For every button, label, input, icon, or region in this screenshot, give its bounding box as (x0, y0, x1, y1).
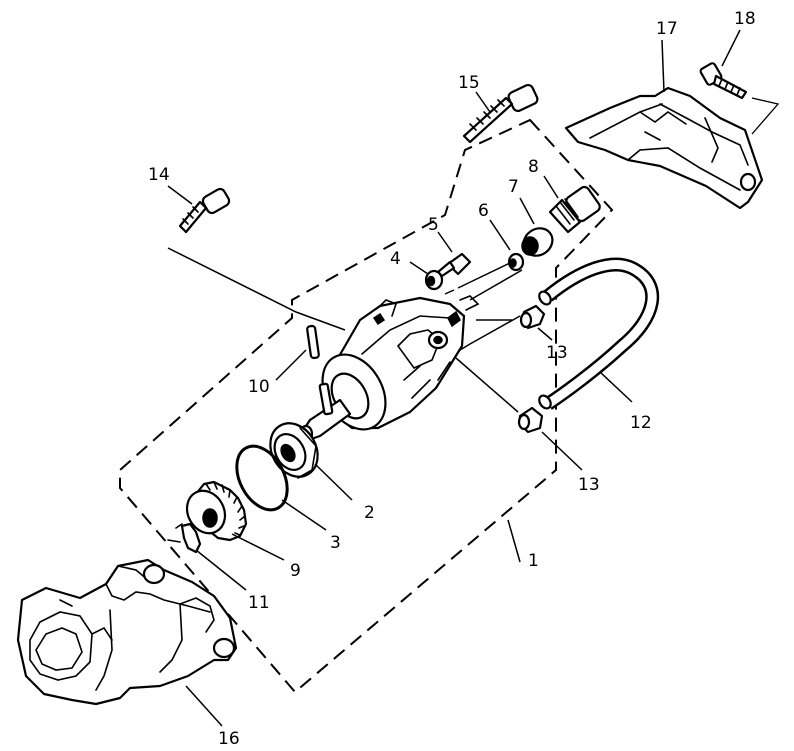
clip-13-lower (517, 406, 544, 434)
pin-10 (306, 324, 320, 360)
bolt-15 (462, 83, 539, 144)
circlip-11 (167, 522, 202, 554)
clip-13-upper (519, 304, 546, 330)
housing-16 (16, 558, 238, 706)
gear-9 (185, 480, 248, 542)
oil-pump-body (298, 295, 480, 444)
assembly-boundary (119, 118, 614, 694)
bracket-17 (564, 86, 764, 210)
washer-4 (424, 269, 444, 291)
callout-17: 17 (656, 19, 678, 39)
bolt-14 (167, 187, 346, 331)
callout-5: 5 (428, 215, 439, 235)
guide-lines (444, 261, 523, 413)
callout-7: 7 (508, 177, 519, 197)
callout-8: 8 (528, 157, 539, 177)
callout-15: 15 (458, 73, 480, 93)
washer-7 (521, 227, 554, 257)
plug-8 (548, 185, 601, 234)
callout-13-upper: 13 (546, 343, 568, 363)
callout-11: 11 (248, 593, 270, 613)
callout-leaders (167, 29, 741, 727)
callout-10: 10 (248, 377, 270, 397)
hose-12 (538, 257, 660, 410)
callout-13-lower: 13 (578, 475, 600, 495)
callout-2: 2 (364, 503, 375, 523)
screw-5 (436, 252, 472, 278)
callout-3: 3 (330, 533, 341, 553)
callout-1: 1 (528, 551, 539, 571)
callout-18: 18 (734, 9, 756, 29)
o-ring-3 (235, 444, 289, 512)
callout-12: 12 (630, 413, 652, 433)
callout-labels: 1 2 3 4 5 6 7 8 9 10 11 12 13 13 14 15 1… (148, 9, 756, 749)
callout-6: 6 (478, 201, 489, 221)
callout-16: 16 (218, 729, 240, 749)
washer-6 (507, 252, 525, 272)
screw-18 (699, 62, 780, 135)
callout-14: 14 (148, 165, 170, 185)
bearing-2 (269, 422, 319, 479)
callout-9: 9 (290, 561, 301, 581)
callout-4: 4 (390, 249, 401, 269)
